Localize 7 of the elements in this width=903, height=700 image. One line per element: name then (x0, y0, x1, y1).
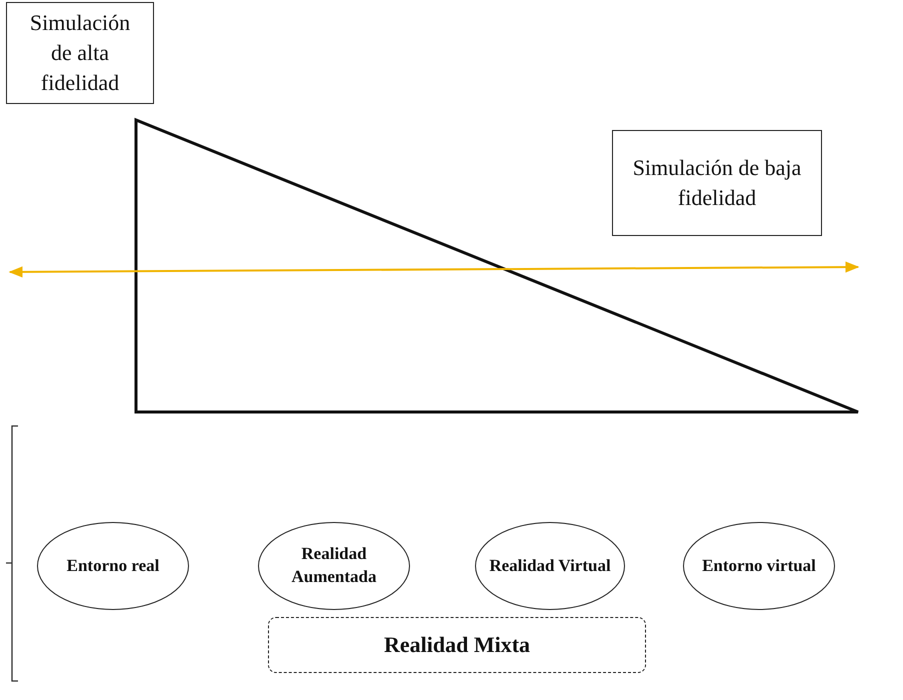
text-box: Realidad Mixta (268, 617, 646, 673)
text-box: Simulación de alta fidelidad (6, 2, 154, 104)
text-box: Simulación de baja fidelidad (612, 130, 822, 236)
ellipse-node: Realidad Aumentada (258, 522, 410, 610)
ellipse-node: Entorno virtual (683, 522, 835, 610)
ellipse-node: Entorno real (37, 522, 189, 610)
ellipse-node: Realidad Virtual (475, 522, 625, 610)
